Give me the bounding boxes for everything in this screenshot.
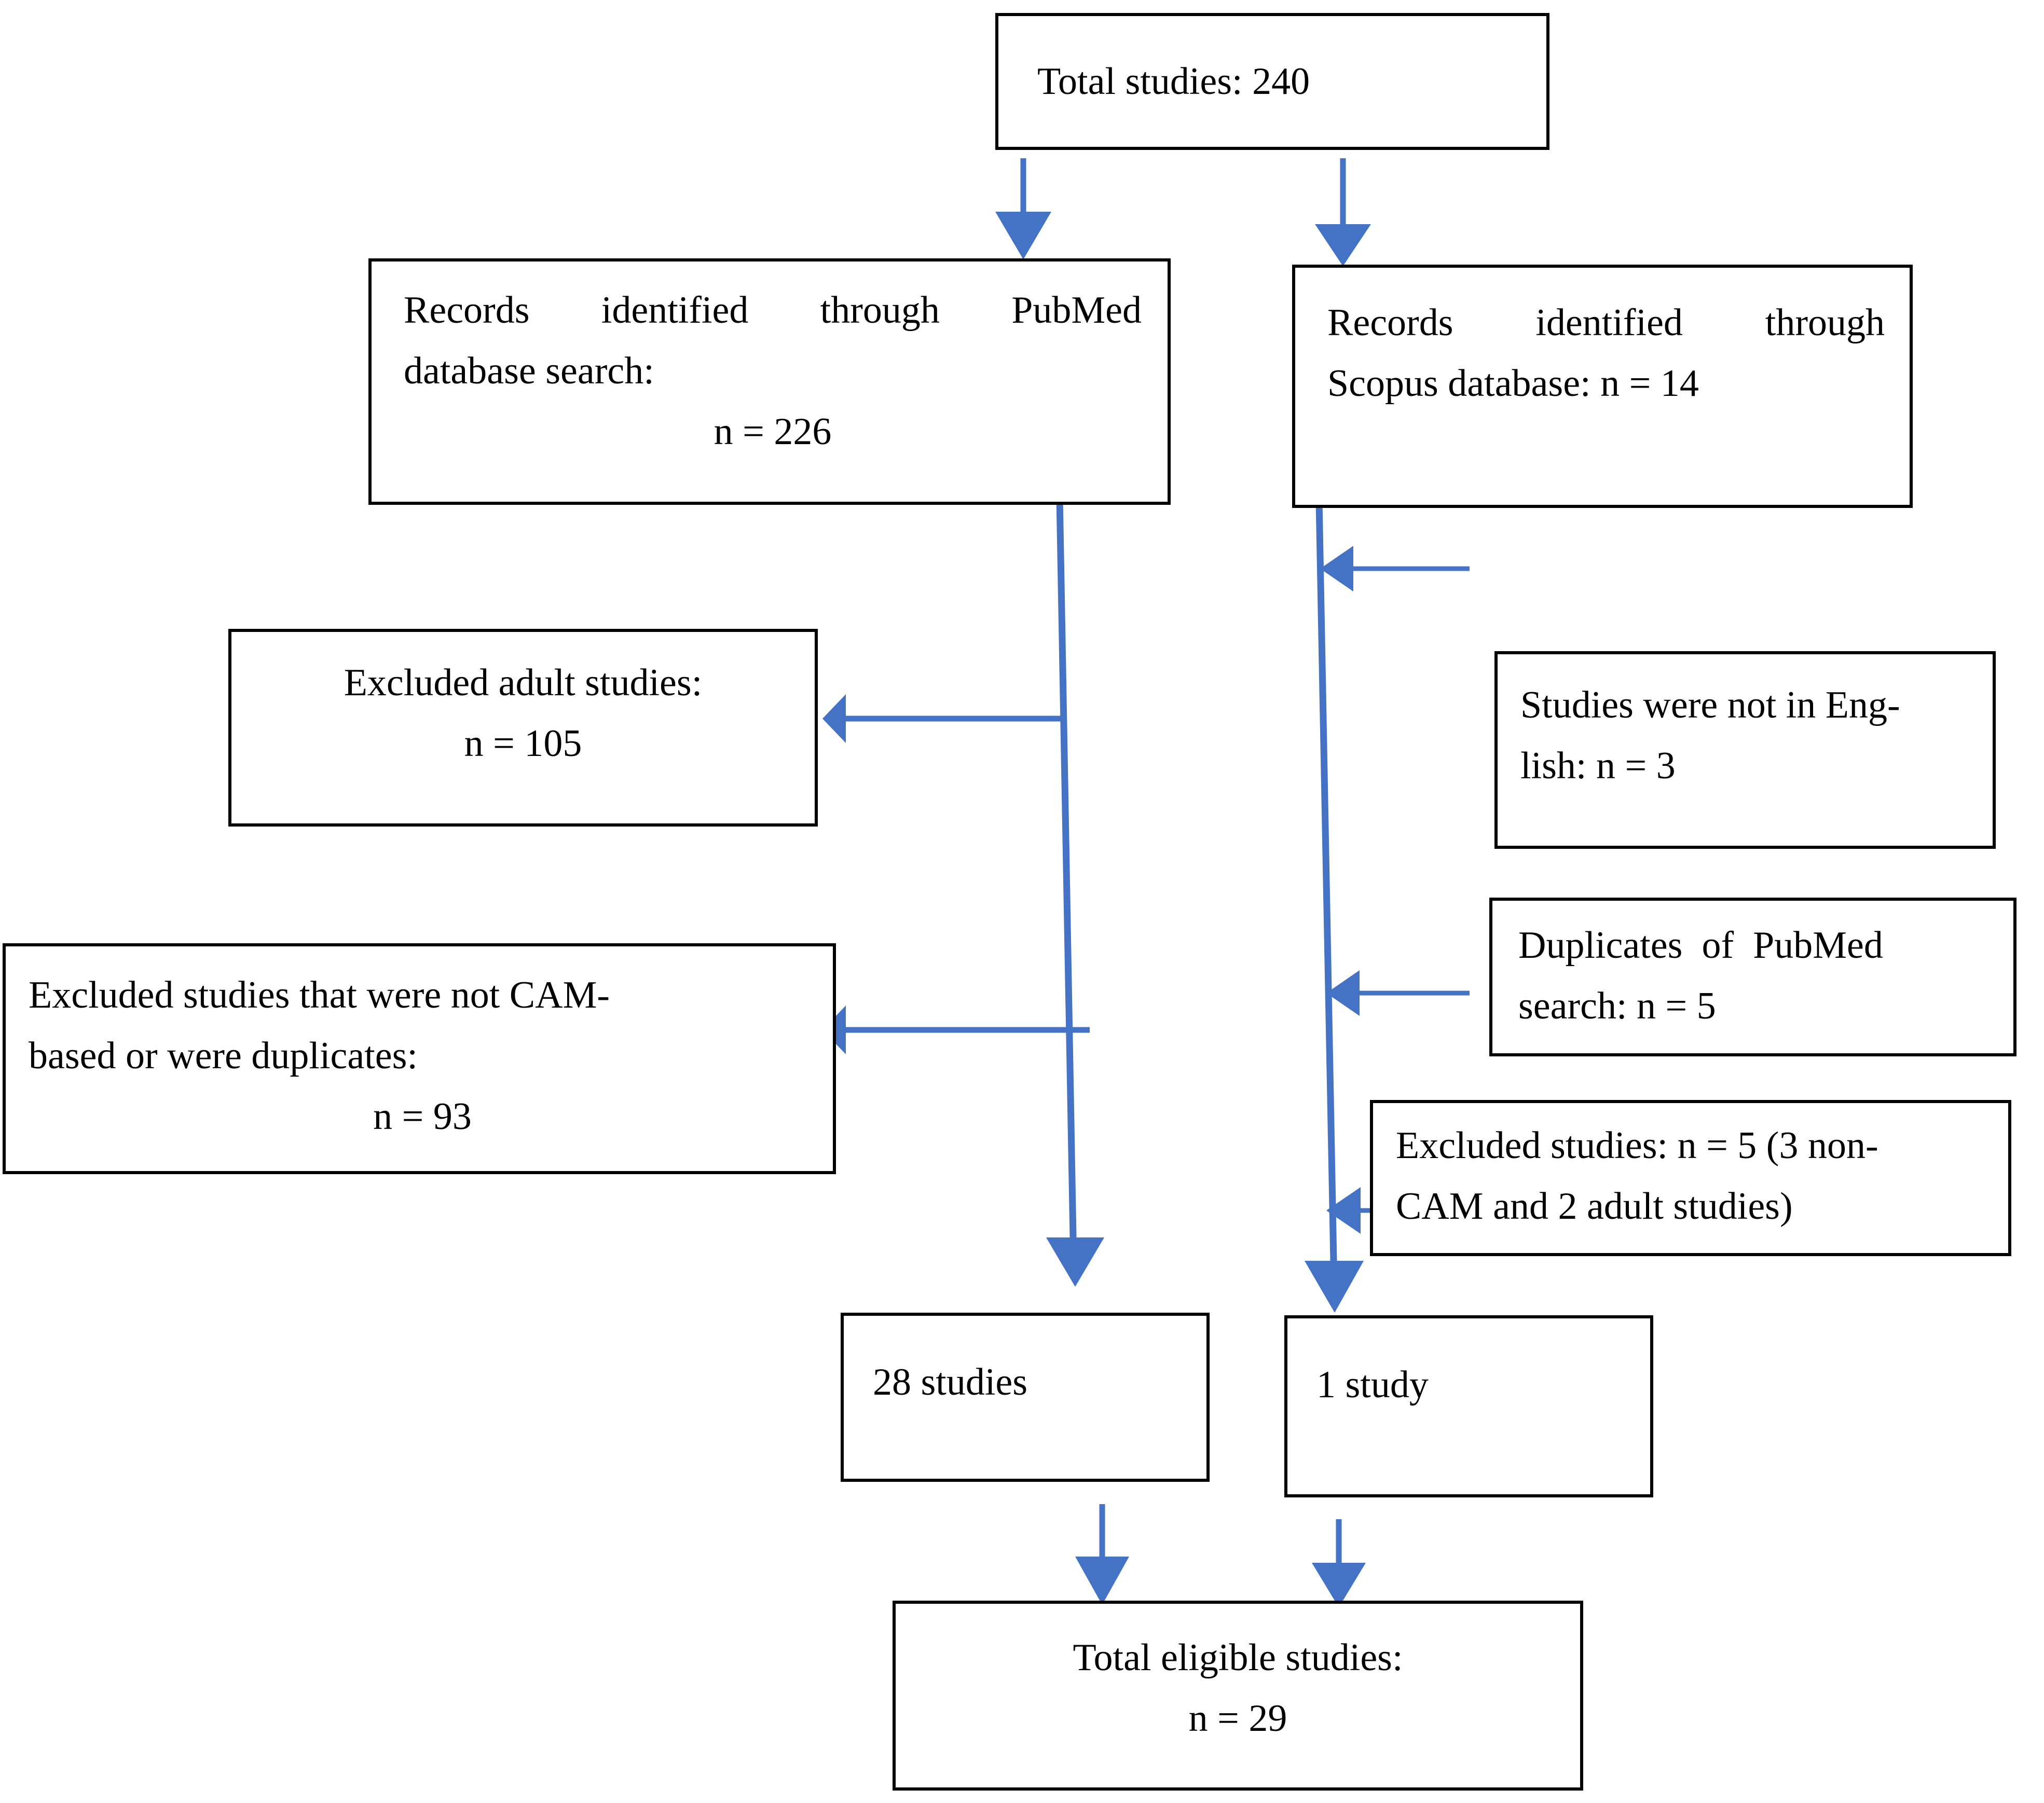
node-duplicates-of-pubmed-line2: search: n = 5 — [1518, 984, 1716, 1027]
node-not-in-english: Studies were not in Eng- lish: n = 3 — [1494, 651, 1996, 849]
node-pubmed-records-line2: database search: — [404, 349, 654, 392]
node-pubmed-result: 28 studies — [841, 1313, 1210, 1482]
arrow-scopus-trunk — [1305, 501, 1364, 1313]
node-excluded-studies-five-line1: Excluded studies: n = 5 (3 non- — [1396, 1124, 1878, 1167]
node-excluded-non-cam-line1: Excluded studies that were not CAM- — [29, 974, 610, 1016]
arrow-pubmed-to-excluded-cam — [822, 1006, 1090, 1054]
node-excluded-non-cam-count: n = 93 — [373, 1095, 472, 1138]
node-excluded-adult-studies: Excluded adult studies: n = 105 — [228, 629, 818, 827]
node-total-studies-label: Total studies: 240 — [1037, 60, 1310, 103]
arrow-pubmed-to-excluded-adult — [822, 694, 1067, 743]
node-total-studies: Total studies: 240 — [995, 13, 1549, 150]
node-excluded-adult-studies-count: n = 105 — [464, 722, 582, 765]
node-pubmed-records: Records identified through PubMed databa… — [368, 258, 1171, 505]
node-pubmed-result-label: 28 studies — [873, 1361, 1028, 1403]
arrow-not-english-to-scopus — [1320, 546, 1470, 591]
node-pubmed-records-line1: Records identified through PubMed — [404, 289, 1142, 332]
node-excluded-studies-five-line2: CAM and 2 adult studies) — [1396, 1185, 1793, 1228]
arrow-total-to-pubmed — [995, 158, 1051, 259]
node-not-in-english-line2: lish: n = 3 — [1520, 744, 1676, 787]
node-scopus-result-label: 1 study — [1316, 1364, 1429, 1406]
arrow-pubmed-trunk — [1046, 498, 1104, 1287]
arrow-excluded-five-to-scopus — [1326, 1187, 1371, 1234]
node-not-in-english-line1: Studies were not in Eng- — [1520, 684, 1900, 726]
node-total-eligible-studies-line1: Total eligible studies: — [1073, 1636, 1403, 1679]
node-scopus-result: 1 study — [1284, 1315, 1653, 1497]
node-excluded-non-cam-or-duplicates: Excluded studies that were not CAM- base… — [3, 943, 836, 1174]
arrow-duplicates-to-scopus — [1326, 970, 1470, 1016]
node-duplicates-of-pubmed-line1: Duplicates of PubMed — [1518, 924, 1883, 967]
node-excluded-studies-five: Excluded studies: n = 5 (3 non- CAM and … — [1370, 1100, 2011, 1256]
node-total-eligible-studies: Total eligible studies: n = 29 — [893, 1601, 1583, 1791]
node-scopus-records-line1: Records identified through — [1327, 301, 1885, 344]
node-duplicates-of-pubmed-search: Duplicates of PubMed search: n = 5 — [1489, 898, 2016, 1056]
arrow-total-to-scopus — [1315, 158, 1371, 266]
node-pubmed-records-count: n = 226 — [714, 410, 832, 453]
node-scopus-records: Records identified through Scopus databa… — [1292, 265, 1913, 508]
node-excluded-adult-studies-line1: Excluded adult studies: — [344, 662, 703, 704]
arrow-28-to-total-eligible — [1075, 1504, 1129, 1605]
node-scopus-records-line2: Scopus database: n = 14 — [1327, 362, 1699, 405]
node-total-eligible-studies-count: n = 29 — [1188, 1697, 1287, 1740]
node-excluded-non-cam-line2: based or were duplicates: — [29, 1034, 418, 1077]
arrow-1-study-to-total-eligible — [1312, 1519, 1366, 1607]
